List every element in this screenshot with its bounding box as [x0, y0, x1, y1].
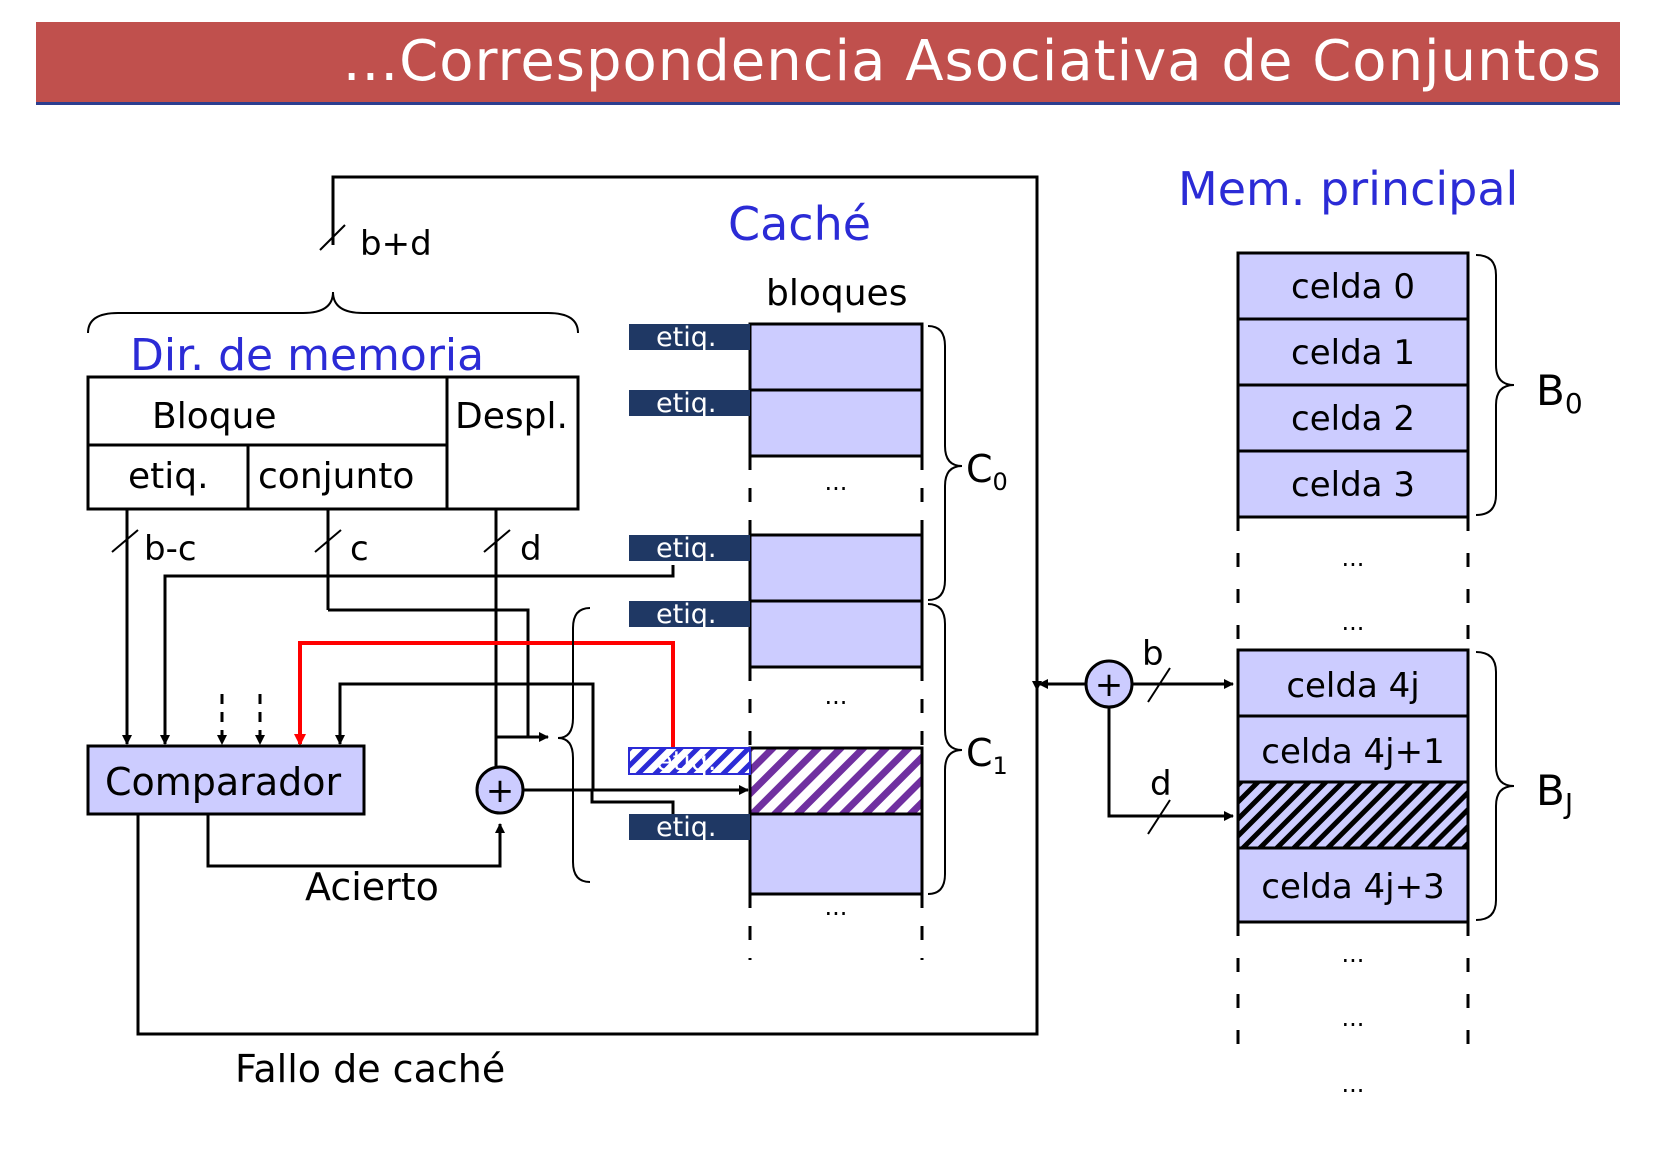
block-bj-brace: [1475, 651, 1515, 921]
memory-cell: celda 1: [1291, 333, 1415, 373]
set-c0-brace: [927, 325, 963, 601]
despl-field: Despl.: [455, 396, 568, 437]
tag-box: [629, 814, 750, 840]
cache-blocks: [748, 322, 924, 896]
hit-label: Acierto: [305, 865, 439, 909]
set-c0-label: C0: [966, 447, 1008, 496]
address-label: Dir. de memoria: [130, 330, 484, 381]
block-b0-brace: [1475, 254, 1515, 516]
tag-label: etiq.: [656, 388, 716, 419]
block-access-arrows: [496, 735, 749, 795]
tag-label: etiq.: [656, 322, 716, 353]
tag-box-hit: [628, 747, 751, 775]
cache-adder-symbol: +: [486, 771, 515, 811]
set-c1-label: C1: [966, 731, 1008, 780]
memory-buses: [1032, 678, 1234, 821]
bloque-field: Bloque: [152, 396, 277, 437]
cache-tags: [628, 324, 751, 840]
cache-block: [748, 388, 924, 458]
cache-dashes: [748, 456, 924, 960]
memory-cell-hit: [1236, 780, 1470, 850]
memory-adder-symbol: +: [1095, 665, 1124, 705]
cache-ellipsis: ...: [825, 468, 848, 496]
cache-frame: [136, 175, 1039, 1036]
memory-ellipsis: ...: [1342, 608, 1365, 636]
tag-box: [629, 390, 750, 416]
cache-block: [748, 322, 924, 392]
conjunto-field: conjunto: [258, 456, 414, 497]
title-bar: ...Correspondencia Asociativa de Conjunt…: [36, 22, 1620, 105]
memory-cell: celda 4j+1: [1261, 732, 1444, 772]
cache-block: [748, 533, 924, 603]
cache-block: [748, 599, 924, 669]
bus-set-label: c: [350, 529, 369, 569]
cache-ellipsis: ...: [825, 682, 848, 710]
memory-ellipsis: ...: [1342, 940, 1365, 968]
set-c1-brace: [927, 603, 963, 895]
memory-block-bj: [1236, 648, 1470, 924]
tag-label: etiq.: [656, 812, 716, 843]
blocks-label: bloques: [766, 273, 907, 314]
comparator-inputs: [160, 694, 345, 745]
comparator-label: Comparador: [105, 760, 341, 804]
block-bj-label: BJ: [1536, 766, 1573, 820]
cache-title: Caché: [728, 197, 871, 251]
bus-tag-label: b-c: [144, 529, 197, 569]
memory-cell: celda 2: [1291, 399, 1415, 439]
memory-ellipsis: ...: [1342, 1004, 1365, 1032]
cache-ellipsis: ...: [825, 893, 848, 921]
address-brace: [87, 291, 579, 334]
memory-dashes: [1236, 517, 1470, 1050]
memory-cell: celda 3: [1291, 465, 1415, 505]
tag-label: etiq.: [656, 746, 716, 777]
cache-block-hit: [748, 746, 924, 816]
memory-ellipsis: ...: [1342, 1070, 1365, 1098]
hit-path: [206, 814, 505, 868]
etiq-field: etiq.: [128, 456, 209, 497]
address-width-label: b+d: [360, 224, 432, 264]
red-path: [294, 641, 675, 748]
memory-title: Mem. principal: [1178, 162, 1518, 216]
address-register: [86, 375, 580, 511]
memory-cell: celda 4j+3: [1261, 867, 1444, 907]
comparator-box: [86, 744, 366, 816]
memory-ellipsis: ...: [1342, 544, 1365, 572]
tag-label: etiq.: [656, 533, 716, 564]
tag-box: [629, 601, 750, 627]
bus-b-label: b: [1142, 634, 1164, 674]
memory-adder: [1084, 659, 1134, 709]
tag-label: etiq.: [656, 599, 716, 630]
block-b0-label: B0: [1536, 366, 1583, 420]
bus-d-label: d: [1150, 764, 1172, 804]
memory-block-b0: [1236, 251, 1470, 519]
cache-block: [748, 812, 924, 896]
slide-title: ...Correspondencia Asociativa de Conjunt…: [342, 29, 1602, 94]
bus-offset-label: d: [520, 529, 542, 569]
memory-cell: celda 0: [1291, 267, 1415, 307]
miss-label: Fallo de caché: [235, 1047, 505, 1091]
set-select-brace: [557, 607, 591, 883]
tag-box: [629, 324, 750, 350]
tag-box: [629, 535, 750, 561]
memory-cell: celda 4j: [1286, 666, 1419, 706]
